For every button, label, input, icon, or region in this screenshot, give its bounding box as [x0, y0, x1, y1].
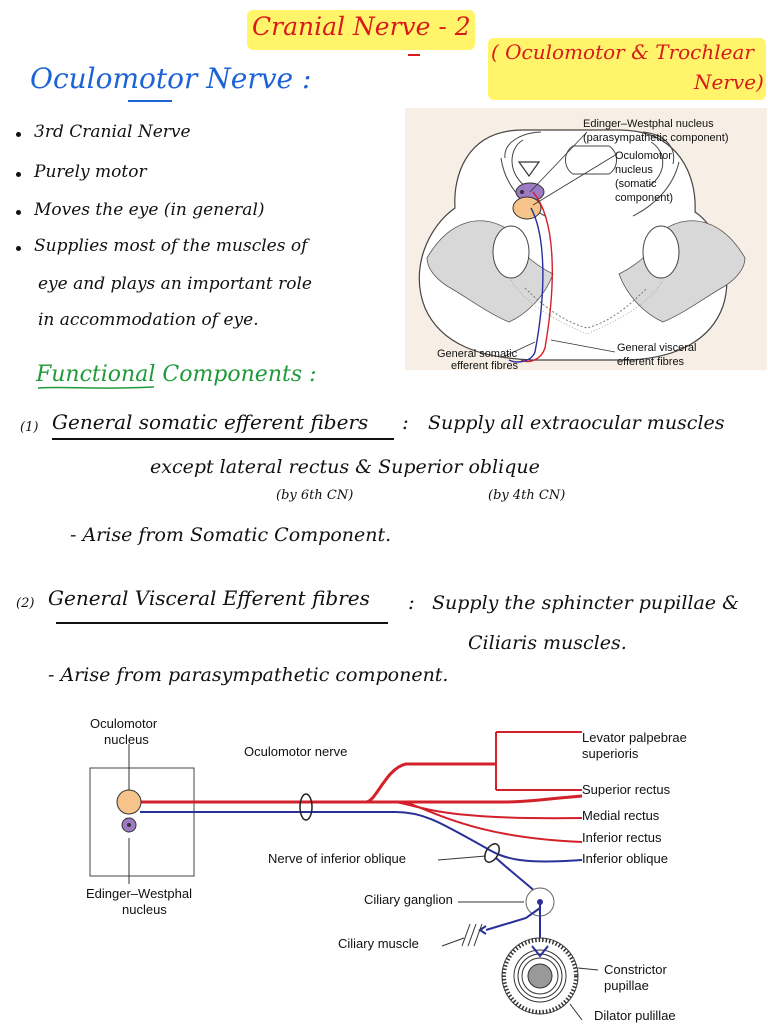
item-1-note-1: (by 6th CN) [276, 488, 354, 503]
item-2-number: (2) [16, 596, 35, 611]
oculomotor-nucleus-label-4: component) [615, 192, 674, 204]
item-2-arise: - Arise from parasympathetic component. [48, 664, 449, 686]
subtitle-highlight [488, 38, 766, 100]
item-1-colon: : [402, 410, 409, 434]
dilator-label: Dilator pulillae [594, 1008, 676, 1023]
bullet-3: Moves the eye (in general) [34, 200, 265, 220]
bullet-1: 3rd Cranial Nerve [34, 122, 191, 142]
item-1-underline [52, 438, 394, 440]
gse-fibres-label-1: General somatic [437, 348, 518, 360]
gve-fibres-label-2: efferent fibres [617, 356, 685, 368]
title-dash [408, 54, 420, 56]
levator-label-2: superioris [582, 746, 639, 761]
constrictor-label-2: pupillae [604, 978, 649, 993]
levator-label-1: Levator palpebrae [582, 730, 687, 745]
inferior-rectus-label: Inferior rectus [582, 830, 662, 845]
subtitle-line-1: ( Oculomotor & Trochlear [491, 40, 754, 64]
item-2-underline [56, 622, 388, 624]
bullet-4-line-1: Supplies most of the muscles of [34, 236, 308, 256]
oculomotor-nucleus-label-2: nucleus [104, 732, 149, 747]
oculomotor-nerve-label: Oculomotor nerve [244, 744, 348, 759]
page-title: Cranial Nerve - 2 [252, 12, 471, 41]
ew-nucleus-label-1: Edinger–Westphal nucleus [583, 118, 714, 130]
superior-rectus-label: Superior rectus [582, 782, 671, 797]
oculomotor-distribution-figure: Oculomotor nucleus Oculomotor nerve Edin… [66, 708, 766, 1024]
gve-fibres-label-1: General visceral [617, 342, 697, 354]
item-1-heading: General somatic efferent fibers [52, 410, 369, 434]
bullet-2: Purely motor [34, 162, 147, 182]
ew-nucleus-label-1: Edinger–Westphal [86, 886, 192, 901]
bullet-4-line-3: in accommodation of eye. [38, 310, 259, 330]
bullet-dot [16, 172, 21, 177]
item-1-number: (1) [20, 420, 39, 435]
gse-fibres-label-2: efferent fibres [451, 360, 519, 372]
section-title: Oculomotor Nerve : [30, 62, 312, 95]
midbrain-section-figure: Edinger–Westphal nucleus (parasympatheti… [405, 108, 767, 372]
constrictor-label-1: Constrictor [604, 962, 667, 977]
oculomotor-nucleus-label-2: nucleus [615, 164, 653, 176]
item-1-note-2: (by 4th CN) [488, 488, 566, 503]
bullet-dot [16, 246, 21, 251]
ew-nucleus-label-2: (parasympathetic component) [583, 132, 729, 144]
nerve-inferior-oblique-label: Nerve of inferior oblique [268, 851, 407, 866]
oculomotor-nucleus-label-3: (somatic [615, 178, 657, 190]
subtitle-line-2: Nerve) [694, 70, 764, 94]
inferior-oblique-label: Inferior oblique [582, 851, 668, 866]
functional-underline [37, 386, 155, 389]
functional-components-title: Functional Components : [36, 362, 317, 387]
ew-nucleus-label-2: nucleus [122, 902, 167, 917]
item-1-desc-1: Supply all extraocular muscles [428, 412, 725, 434]
ciliary-muscle-label: Ciliary muscle [338, 936, 419, 951]
bullet-4-line-2: eye and plays an important role [38, 274, 312, 294]
bullet-dot [16, 132, 21, 137]
item-1-desc-2: except lateral rectus & Superior oblique [150, 456, 540, 478]
oculomotor-nucleus-label-1: Oculomotor [615, 150, 672, 162]
oculomotor-nucleus-label-1: Oculomotor [90, 716, 158, 731]
section-title-underline [128, 100, 172, 102]
title-highlight [247, 10, 475, 50]
medial-rectus-label: Medial rectus [582, 808, 660, 823]
item-2-desc-1: Supply the sphincter pupillae & [432, 592, 740, 614]
item-1-arise: - Arise from Somatic Component. [70, 524, 392, 546]
ciliary-ganglion-label: Ciliary ganglion [364, 892, 453, 907]
bullet-dot [16, 210, 21, 215]
item-2-heading: General Visceral Efferent fibres [48, 586, 370, 610]
item-2-colon: : [408, 590, 415, 614]
item-2-desc-2: Ciliaris muscles. [468, 632, 627, 654]
